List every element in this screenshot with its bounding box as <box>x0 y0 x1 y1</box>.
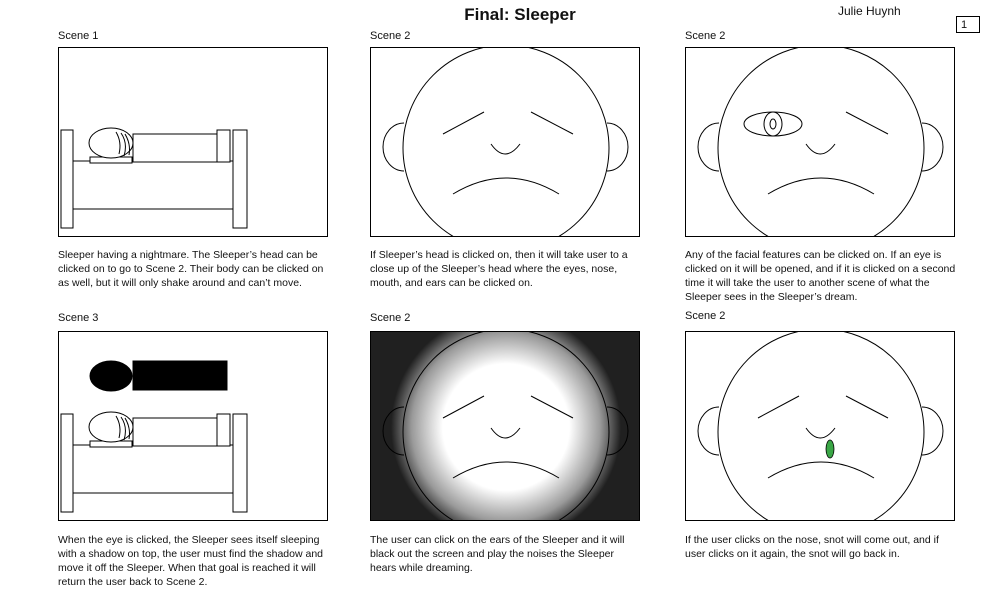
shadow-body[interactable] <box>132 360 228 391</box>
nose[interactable] <box>490 143 521 155</box>
panel-5-caption: The user can click on the ears of the Sl… <box>370 534 625 574</box>
bed-scene-drawing <box>60 127 248 229</box>
panel-5-label: Scene 2 <box>370 312 411 324</box>
sleeper-body <box>132 417 218 447</box>
glow-overlay <box>371 332 639 520</box>
bed-right-post <box>232 129 248 229</box>
sleeper-head[interactable] <box>717 332 925 521</box>
right-ear[interactable] <box>921 122 944 172</box>
bed-frame <box>72 160 234 210</box>
left-ear[interactable] <box>382 406 405 456</box>
mouth[interactable] <box>452 177 560 195</box>
bed-right-post <box>232 413 248 513</box>
panel-6-label: Scene 2 <box>685 310 726 322</box>
snot-drop[interactable] <box>825 439 835 459</box>
mouth[interactable] <box>452 461 560 479</box>
right-ear[interactable] <box>921 406 944 456</box>
panel-3-caption: Any of the facial features can be clicke… <box>685 249 956 303</box>
left-ear[interactable] <box>697 406 720 456</box>
nose[interactable] <box>805 427 836 439</box>
nose[interactable] <box>490 427 521 439</box>
panel-6-caption: If the user clicks on the nose, snot wil… <box>685 534 939 560</box>
right-eye[interactable] <box>845 111 889 135</box>
page-number-box: 1 <box>956 16 980 33</box>
panel-4-frame <box>58 331 328 521</box>
blanket-edge <box>216 413 231 447</box>
right-eye[interactable] <box>530 395 574 419</box>
author-name: Julie Huynh <box>838 4 901 18</box>
sleeper-face-blackout-drawing <box>371 332 639 521</box>
panel-2-frame <box>370 47 640 237</box>
sleeper-face-drawing <box>382 48 629 237</box>
panel-3-frame <box>685 47 955 237</box>
left-eye[interactable] <box>757 395 800 419</box>
panel-3-label: Scene 2 <box>685 30 726 42</box>
dream-bed-scene-drawing <box>60 360 248 513</box>
sleeper-head <box>88 411 134 443</box>
page-title: Final: Sleeper <box>464 5 576 24</box>
mouth[interactable] <box>767 177 875 195</box>
eye-pupil <box>769 118 777 130</box>
bed-left-post <box>60 129 74 229</box>
sleeper-face-snot-drawing <box>697 332 944 521</box>
nose[interactable] <box>805 143 836 155</box>
right-ear[interactable] <box>606 122 629 172</box>
left-eye[interactable] <box>442 395 485 419</box>
sleeper-head[interactable] <box>88 127 134 159</box>
panel-1-frame <box>58 47 328 237</box>
panel-1-caption: Sleeper having a nightmare. The Sleeper’… <box>58 249 324 289</box>
left-ear[interactable] <box>697 122 720 172</box>
panel-5-frame <box>370 331 640 521</box>
right-eye[interactable] <box>530 111 574 135</box>
panel-2-caption: If Sleeper’s head is clicked on, then it… <box>370 249 628 289</box>
panel-6-frame <box>685 331 955 521</box>
sleeper-face-eye-open-drawing <box>697 48 944 237</box>
bed-left-post <box>60 413 74 513</box>
panel-1-label: Scene 1 <box>58 30 99 42</box>
panel-4-label: Scene 3 <box>58 312 99 324</box>
sleeper-head[interactable] <box>402 48 610 237</box>
panel-4-caption: When the eye is clicked, the Sleeper see… <box>58 534 323 588</box>
shadow-head[interactable] <box>89 360 133 392</box>
sleeper-body <box>132 133 218 163</box>
sleeper-head[interactable] <box>402 332 610 521</box>
right-eye[interactable] <box>845 395 889 419</box>
panel-2-label: Scene 2 <box>370 30 411 42</box>
mouth[interactable] <box>767 461 875 479</box>
left-ear[interactable] <box>382 122 405 172</box>
right-ear[interactable] <box>606 406 629 456</box>
bed-frame <box>72 444 234 494</box>
blanket-edge <box>216 129 231 163</box>
left-eye[interactable] <box>442 111 485 135</box>
sleeper-head[interactable] <box>717 48 925 237</box>
